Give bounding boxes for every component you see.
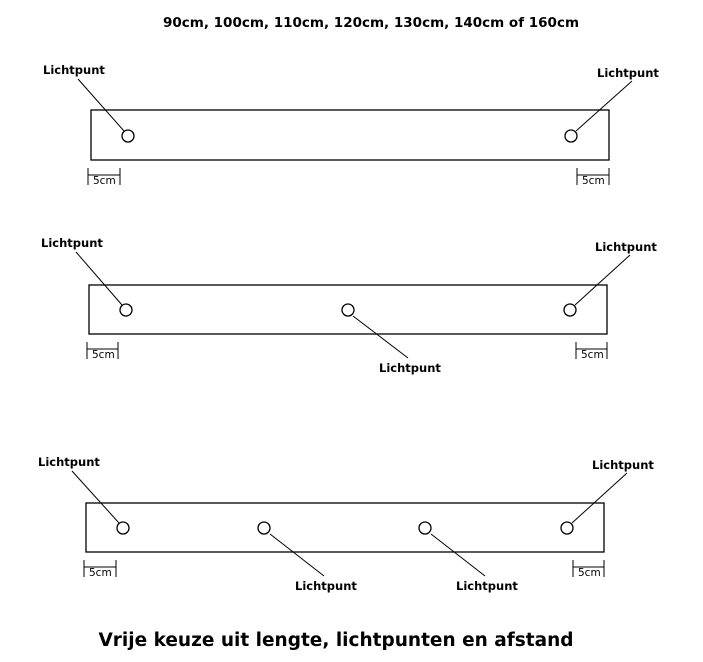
light-point-label: Lichtpunt [41, 236, 103, 250]
spacing-marker-right: 5cm [575, 342, 608, 361]
light-point-label: Lichtpunt [595, 240, 657, 254]
leader-line [430, 533, 486, 577]
light-point [563, 303, 577, 317]
spacing-marker-right: 5cm [572, 560, 605, 579]
spacing-label: 5cm [581, 349, 604, 361]
diagram-three-points: Lichtpunt Lichtpunt Lichtpunt 5cm 5cm [41, 236, 657, 375]
spacing-label: 5cm [93, 175, 116, 187]
leader-line [574, 254, 631, 306]
leader-line [71, 470, 120, 524]
light-point [257, 521, 271, 535]
light-point [560, 521, 574, 535]
light-point-label: Lichtpunt [43, 63, 105, 77]
light-point-label: Lichtpunt [295, 579, 357, 593]
light-point [116, 521, 130, 535]
spacing-marker-left: 5cm [83, 560, 117, 579]
light-point [121, 129, 135, 143]
light-point-label: Lichtpunt [379, 361, 441, 375]
page-title: 90cm, 100cm, 110cm, 120cm, 130cm, 140cm … [162, 15, 580, 31]
light-point [119, 303, 133, 317]
diagram-four-points: Lichtpunt Lichtpunt Lichtpunt Lichtpunt … [38, 455, 654, 593]
light-point-label: Lichtpunt [597, 66, 659, 80]
spacing-label: 5cm [582, 175, 605, 187]
fixture-bar [85, 502, 605, 553]
leader-line [77, 78, 125, 132]
spacing-label: 5cm [89, 567, 112, 579]
spacing-marker-right: 5cm [576, 168, 610, 187]
leader-line [575, 80, 633, 132]
fixture-bar [88, 284, 608, 335]
light-point-label: Lichtpunt [38, 455, 100, 469]
leader-line [352, 315, 409, 359]
diagram-two-points: Lichtpunt Lichtpunt 5cm 5cm [43, 63, 659, 187]
spacing-marker-left: 5cm [86, 342, 119, 361]
spacing-label: 5cm [578, 567, 601, 579]
spacing-marker-left: 5cm [87, 168, 121, 187]
light-point [418, 521, 432, 535]
light-point-label: Lichtpunt [592, 458, 654, 472]
leader-line [75, 251, 123, 306]
light-point-label: Lichtpunt [456, 579, 518, 593]
light-point [341, 303, 355, 317]
spacing-label: 5cm [92, 349, 115, 361]
leader-line [269, 533, 325, 577]
light-point [564, 129, 578, 143]
fixture-bar [90, 109, 610, 161]
footer-caption: Vrije keuze uit lengte, lichtpunten en a… [98, 630, 574, 651]
leader-line [571, 472, 628, 524]
